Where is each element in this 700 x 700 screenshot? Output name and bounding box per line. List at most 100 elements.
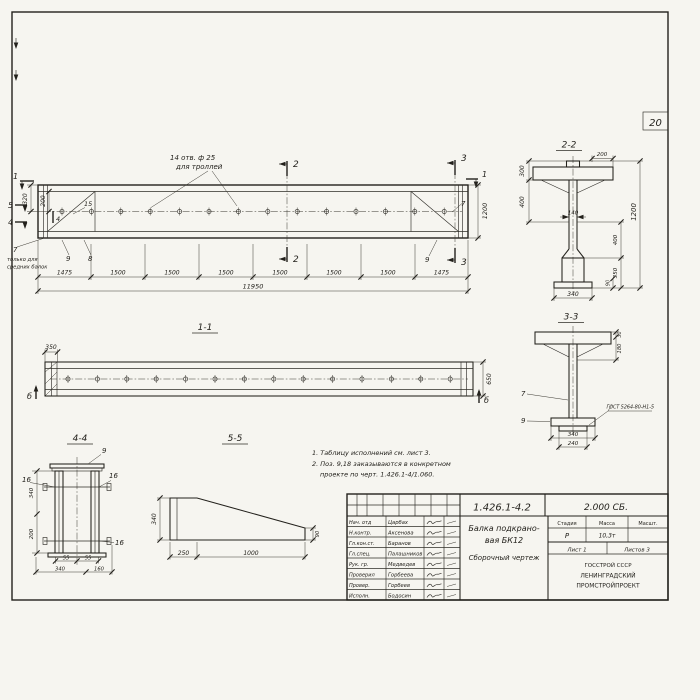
svg-text:б: б [484, 396, 489, 405]
svg-text:1200: 1200 [630, 203, 638, 221]
svg-text:400: 400 [613, 234, 619, 245]
svg-text:Бодосин: Бодосин [388, 594, 412, 600]
page-number-box [642, 111, 669, 131]
svg-text:4: 4 [56, 215, 60, 223]
cut-mark-1: 1 1 [13, 170, 487, 190]
svg-text:340: 340 [151, 513, 158, 525]
stage-value: Р [565, 532, 570, 540]
section-2-2-title: 2-2 [562, 141, 577, 151]
dimension-chain: 1475 1500 1500 1500 1500 1500 1500 1475 … [34, 240, 472, 295]
svg-text:1500: 1500 [326, 270, 341, 277]
svg-text:2: 2 [293, 160, 299, 170]
svg-text:Исполн.: Исполн. [349, 594, 370, 600]
section-4-4-title: 4-4 [73, 434, 88, 444]
svg-text:1000: 1000 [243, 550, 258, 557]
pos-9: 9 [102, 447, 107, 455]
org-line2: ЛЕНИНГРАДСКИЙ [580, 573, 635, 580]
svg-text:90: 90 [315, 530, 321, 537]
svg-text:Провер.: Провер. [349, 583, 370, 589]
svg-text:140: 140 [568, 211, 579, 217]
svg-text:400: 400 [519, 196, 526, 208]
note-2-cont: проекте по черт. 1.426.1-4/1.060. [320, 471, 434, 479]
title-block: 1.426.1-4.2 2.000 СБ. Нач. отд Царбах Н.… [346, 493, 669, 601]
section-3-3-title: 3-3 [564, 313, 579, 323]
svg-text:1500: 1500 [164, 270, 179, 277]
cut-mark-3: 3 3 [447, 154, 467, 268]
edge-mark [13, 38, 19, 81]
svg-text:650: 650 [486, 373, 493, 385]
svg-text:1475: 1475 [434, 270, 449, 277]
svg-text:б: б [27, 392, 32, 401]
svg-text:Н.контр.: Н.контр. [349, 531, 371, 537]
svg-text:30: 30 [617, 331, 623, 337]
svg-text:90: 90 [606, 280, 612, 286]
cut-mark-b: б б [27, 385, 489, 405]
svg-text:Гл.кон.ст.: Гл.кон.ст. [349, 541, 375, 547]
svg-text:средних балок: средних балок [7, 265, 48, 271]
dim-320: 320 [22, 193, 29, 205]
pos-7: 7 [521, 390, 526, 398]
svg-text:2: 2 [293, 255, 299, 265]
pos-15: 15 [84, 200, 92, 208]
svg-text:3: 3 [461, 258, 467, 268]
section-5-5-view: 5-5 340 90 250 1000 [151, 434, 321, 561]
svg-text:только для: только для [7, 257, 38, 263]
svg-text:Баранов: Баранов [388, 541, 411, 547]
svg-text:Рук. гр.: Рук. гр. [349, 562, 369, 568]
svg-text:Проверил: Проверил [349, 573, 375, 579]
svg-text:7: 7 [13, 246, 18, 254]
svg-text:1500: 1500 [110, 270, 125, 277]
svg-text:340: 340 [55, 567, 66, 573]
notes: 1. Таблицу исполнений см. лист 3. 2. Поз… [312, 449, 451, 479]
holes-note-line2: для троллей [175, 163, 223, 171]
pos-7-right: 7 [461, 200, 466, 208]
svg-text:Аксенова: Аксенова [387, 531, 414, 537]
weld-note: ГОСТ 5264-80-Н1-5 [607, 405, 654, 411]
svg-text:1500: 1500 [272, 270, 287, 277]
signature-rows: Нач. отд Царбах Н.контр. Аксенова Гл.кон… [349, 520, 457, 600]
pos-9-left: 9 [66, 255, 71, 263]
pos-16-right: 16 [109, 472, 118, 480]
svg-text:55: 55 [85, 556, 92, 562]
sheets-total: Листов 3 [623, 548, 650, 554]
dim-1200: 1200 [481, 203, 489, 220]
sheet-frame: 20 [11, 11, 669, 601]
scale-header: Масшт. [638, 521, 658, 527]
section-2-2-view: 2-2 300 400 200 140 1200 [519, 141, 644, 302]
svg-text:1475: 1475 [57, 270, 72, 277]
svg-text:5: 5 [8, 201, 13, 210]
middle-beam-note: 7 только для средних балок [7, 238, 48, 271]
svg-text:Палашников: Палашников [388, 552, 422, 558]
svg-text:Гл.спец.: Гл.спец. [349, 552, 371, 558]
section-1-1-title: 1-1 [198, 323, 213, 333]
drawing-title-line1: Балка подкрано- [468, 524, 539, 533]
doc-number: 1.426.1-4.2 [473, 503, 531, 514]
svg-text:350: 350 [613, 267, 619, 278]
svg-text:Горбеева: Горбеева [388, 573, 413, 579]
pos-9: 9 [521, 417, 526, 425]
cut-mark-4: 4 4 [8, 211, 60, 229]
svg-text:Нач. отд: Нач. отд [349, 520, 372, 526]
svg-text:350: 350 [45, 344, 57, 351]
mass-header: Масса [599, 521, 615, 527]
drawing-title-line3: Сборочный чертеж [469, 554, 540, 562]
svg-text:340: 340 [567, 291, 579, 298]
svg-text:1500: 1500 [380, 270, 395, 277]
org-line3: ПРОМСТРОЙПРОЕКТ [576, 583, 640, 590]
svg-text:Царбах: Царбах [388, 520, 409, 526]
dim-200: 200 [40, 195, 47, 207]
svg-text:3: 3 [461, 154, 467, 164]
svg-text:55: 55 [63, 556, 70, 562]
svg-text:Горбеев: Горбеев [388, 583, 410, 589]
svg-text:340: 340 [29, 487, 35, 498]
drawing-title-line2: вая БК12 [485, 536, 523, 545]
main-elevation-view: 14 отв. ф 25 для троллей 2 2 3 3 [7, 154, 489, 295]
note-2: 2. Поз. 9,18 заказываются в конкретном [312, 460, 451, 468]
svg-text:340: 340 [568, 432, 579, 438]
stage-header: Стадия [557, 521, 576, 527]
svg-text:240: 240 [568, 441, 579, 447]
svg-text:200: 200 [597, 152, 608, 158]
svg-text:250: 250 [178, 550, 190, 557]
section-1-1-view: 1-1 350 650 б б [27, 323, 493, 405]
